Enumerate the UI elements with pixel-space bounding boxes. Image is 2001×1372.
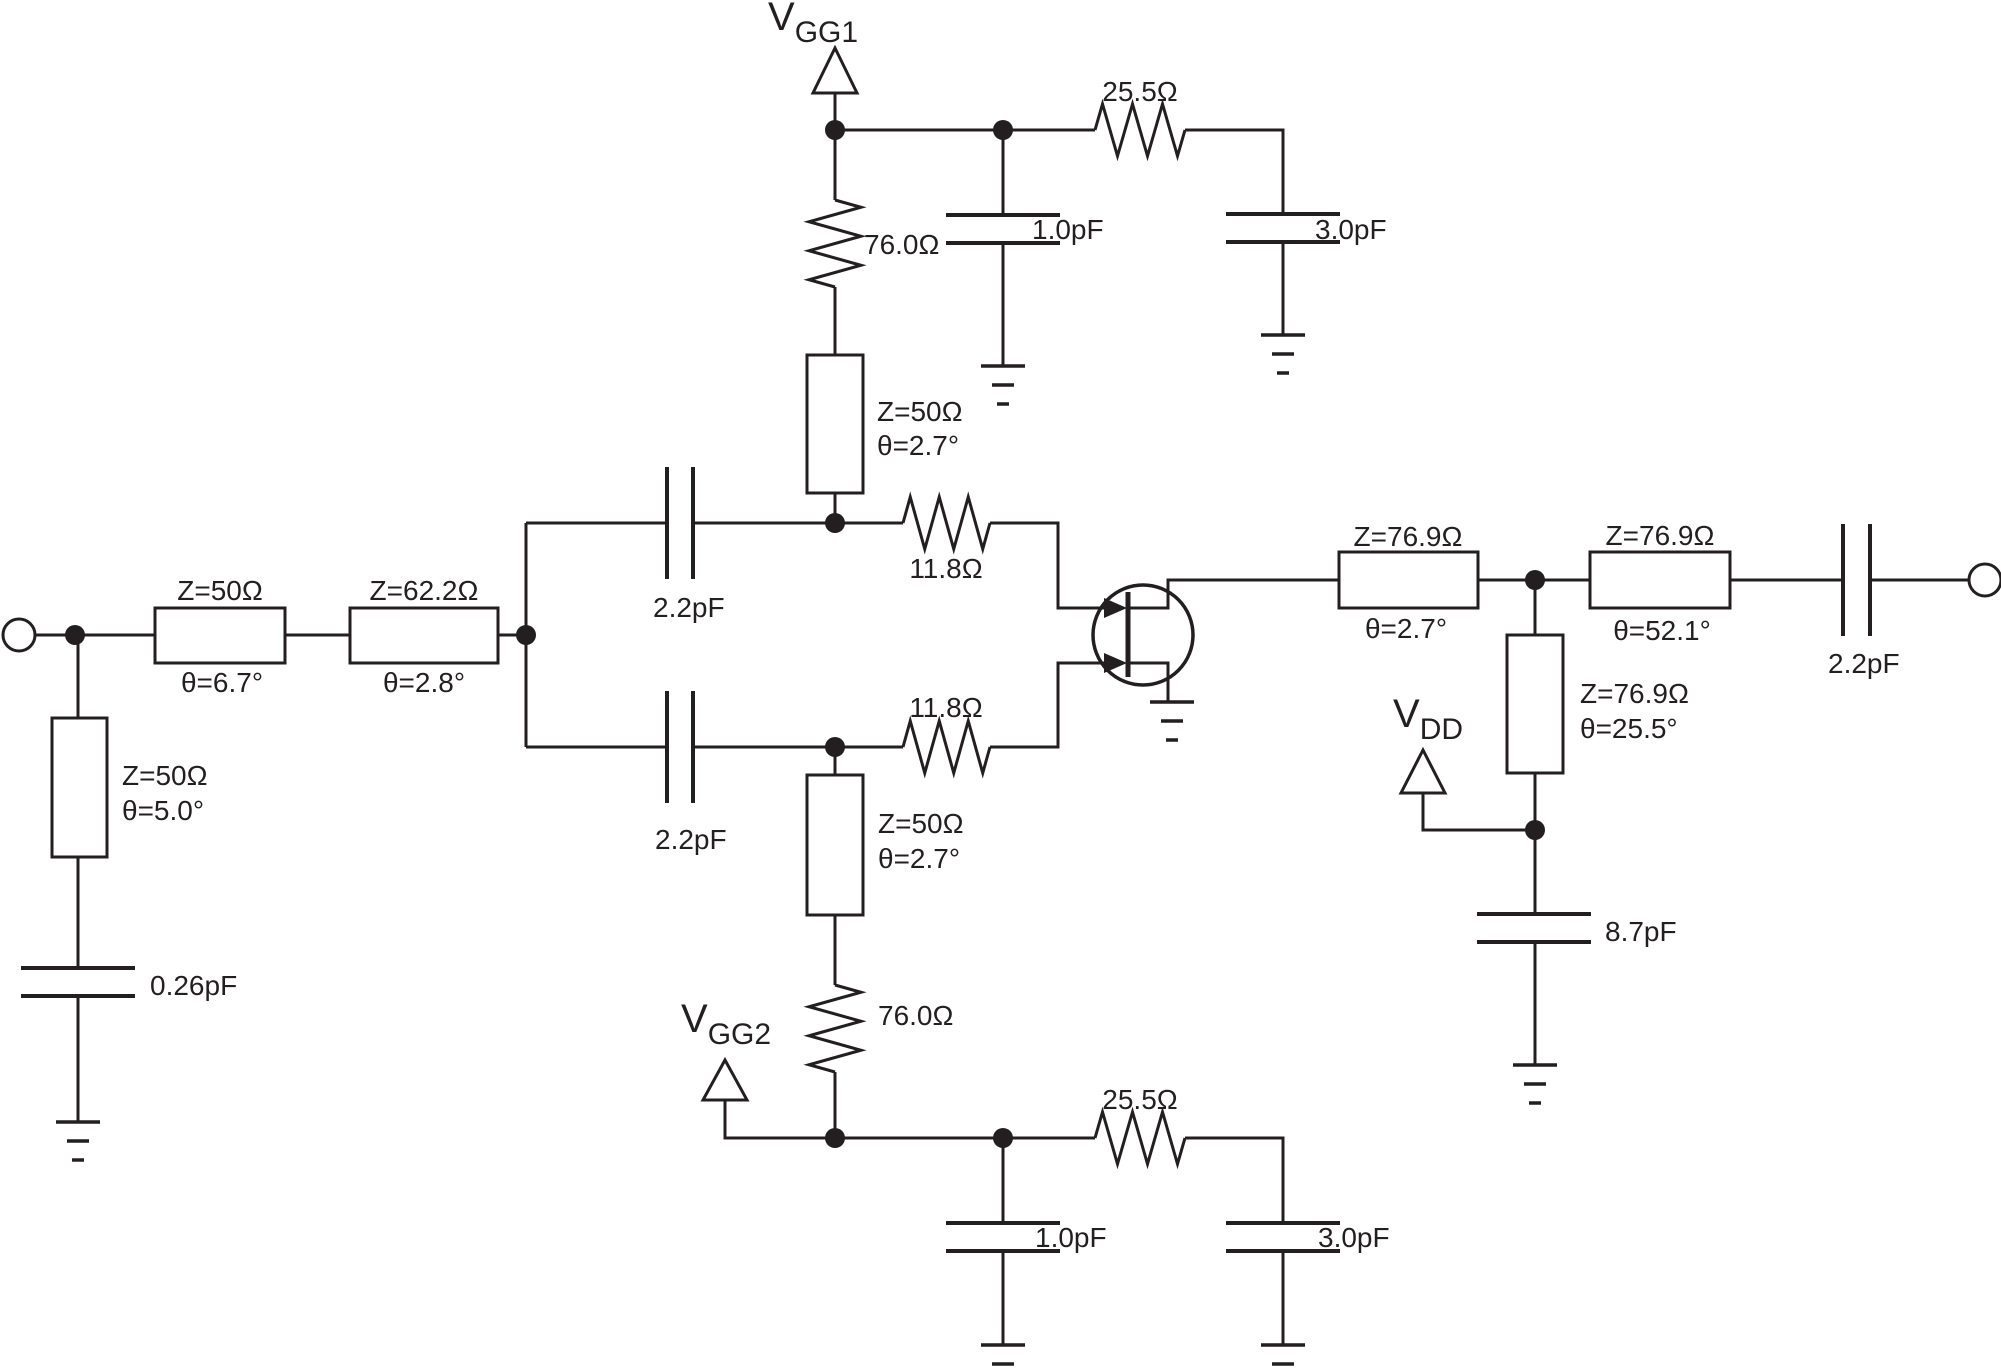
gate1-stub-theta-label: θ=2.7° — [877, 430, 959, 461]
vgg1-label: VGG1 — [768, 0, 858, 49]
gate2-decoupling-cap-label: 3.0pF — [1318, 1222, 1390, 1253]
input-tl2-impedance-label: Z=62.2Ω — [370, 575, 479, 606]
junction-dot — [516, 625, 536, 645]
gate2-decoupling-capacitor — [1226, 1221, 1340, 1253]
vdd-label: VDD — [1393, 692, 1463, 746]
gate1-bias-resistor — [803, 198, 867, 289]
input-stub-impedance-label: Z=50Ω — [122, 760, 208, 791]
gate1-decoupling-cap-label: 3.0pF — [1315, 214, 1387, 245]
junction-dot — [825, 513, 845, 533]
input-shunt-cap-label: 0.26pF — [150, 970, 237, 1001]
output-stub-theta-label: θ=25.5° — [1580, 713, 1678, 744]
drain-wire — [1128, 578, 1339, 610]
gate2-bypass-capacitor — [946, 1221, 1060, 1253]
gate2-stub-box — [805, 773, 865, 917]
wire — [723, 1100, 835, 1140]
gate1-arrow-icon — [1104, 598, 1127, 618]
output-bypass-cap-label: 8.7pF — [1605, 916, 1677, 947]
wire — [1185, 1136, 1285, 1223]
gate2-coupling-cap-label: 2.2pF — [655, 824, 727, 855]
gate1-bypass-capacitor — [946, 213, 1060, 245]
gate2-resistor — [901, 715, 992, 779]
gate2-stub-theta-label: θ=2.7° — [878, 843, 960, 874]
ground-symbol — [56, 1120, 100, 1162]
gate2-filter-resistor-label: 25.5Ω — [1102, 1084, 1177, 1115]
vdd-supply-triangle — [1398, 746, 1448, 795]
output-stub-impedance-label: Z=76.9Ω — [1580, 678, 1689, 709]
gate1-resistor — [901, 491, 992, 555]
output-shunt-stub-box — [1505, 633, 1565, 775]
output-coupling-cap-label: 2.2pF — [1828, 648, 1900, 679]
output-port — [1967, 562, 2001, 598]
output-tl2-theta-label: θ=52.1° — [1613, 615, 1711, 646]
junction-dot — [65, 625, 85, 645]
wire — [1185, 128, 1285, 214]
ground-symbol — [1150, 700, 1194, 742]
ground-symbol — [981, 1343, 1025, 1366]
ground-symbol — [1261, 1343, 1305, 1366]
gate1-stub-impedance-label: Z=50Ω — [877, 396, 963, 427]
output-tl1-impedance-label: Z=76.9Ω — [1354, 521, 1463, 552]
gate1-coupling-capacitor — [665, 467, 695, 579]
input-tl2-box — [348, 606, 500, 665]
input-shunt-stub-box — [50, 716, 109, 859]
wire — [990, 661, 1104, 749]
input-port — [1, 617, 37, 653]
input-tl1-impedance-label: Z=50Ω — [177, 575, 263, 606]
output-bypass-capacitor — [1477, 912, 1591, 944]
gate1-bias-resistor-label: 76.0Ω — [864, 229, 939, 260]
vgg2-label: VGG2 — [681, 997, 771, 1051]
gate2-filter-resistor — [1093, 1106, 1187, 1170]
gate2-stub-impedance-label: Z=50Ω — [878, 808, 964, 839]
junction-dot — [825, 120, 845, 140]
input-tl2-theta-label: θ=2.8° — [383, 667, 465, 698]
junction-dot — [1525, 820, 1545, 840]
gate1-resistor-label: 11.8Ω — [909, 553, 982, 584]
output-tl2-impedance-label: Z=76.9Ω — [1606, 520, 1715, 551]
source-wire — [1128, 661, 1170, 702]
gate2-coupling-capacitor — [665, 691, 695, 803]
ground-symbol — [981, 364, 1025, 406]
gate2-bias-resistor — [803, 983, 867, 1074]
gate2-arrow-icon — [1104, 653, 1127, 673]
output-tl2-box — [1588, 550, 1732, 610]
ground-symbol — [1513, 1063, 1557, 1105]
gate1-bypass-cap-label: 1.0pF — [1032, 214, 1104, 245]
gate2-bias-resistor-label: 76.0Ω — [878, 1000, 953, 1031]
gate1-coupling-cap-label: 2.2pF — [653, 592, 725, 623]
output-tl1-theta-label: θ=2.7° — [1365, 613, 1447, 644]
output-coupling-capacitor — [1841, 524, 1872, 636]
output-tl1-box — [1337, 550, 1480, 610]
wire — [1421, 793, 1535, 832]
gate2-resistor-label: 11.8Ω — [909, 692, 982, 723]
junction-dot — [825, 737, 845, 757]
gate1-filter-resistor-label: 25.5Ω — [1102, 76, 1177, 107]
wires — [35, 93, 1969, 1345]
junction-dot — [1525, 570, 1545, 590]
ground-symbol — [1261, 333, 1305, 375]
fet-symbol — [1091, 583, 1195, 687]
vgg1-supply-triangle — [810, 44, 860, 95]
input-stub-theta-label: θ=5.0° — [122, 795, 204, 826]
input-shunt-capacitor — [21, 966, 135, 998]
junction-dot — [993, 120, 1013, 140]
input-tl1-theta-label: θ=6.7° — [181, 667, 263, 698]
junction-dot — [993, 1128, 1013, 1148]
gate1-stub-box — [805, 353, 865, 495]
input-tl1-box — [153, 606, 287, 665]
vgg2-supply-triangle — [700, 1056, 750, 1102]
gate2-bypass-cap-label: 1.0pF — [1035, 1222, 1107, 1253]
junction-dot — [825, 1128, 845, 1148]
gate1-filter-resistor — [1093, 98, 1187, 162]
gate1-decoupling-capacitor — [1226, 212, 1340, 244]
wire — [990, 521, 1104, 610]
